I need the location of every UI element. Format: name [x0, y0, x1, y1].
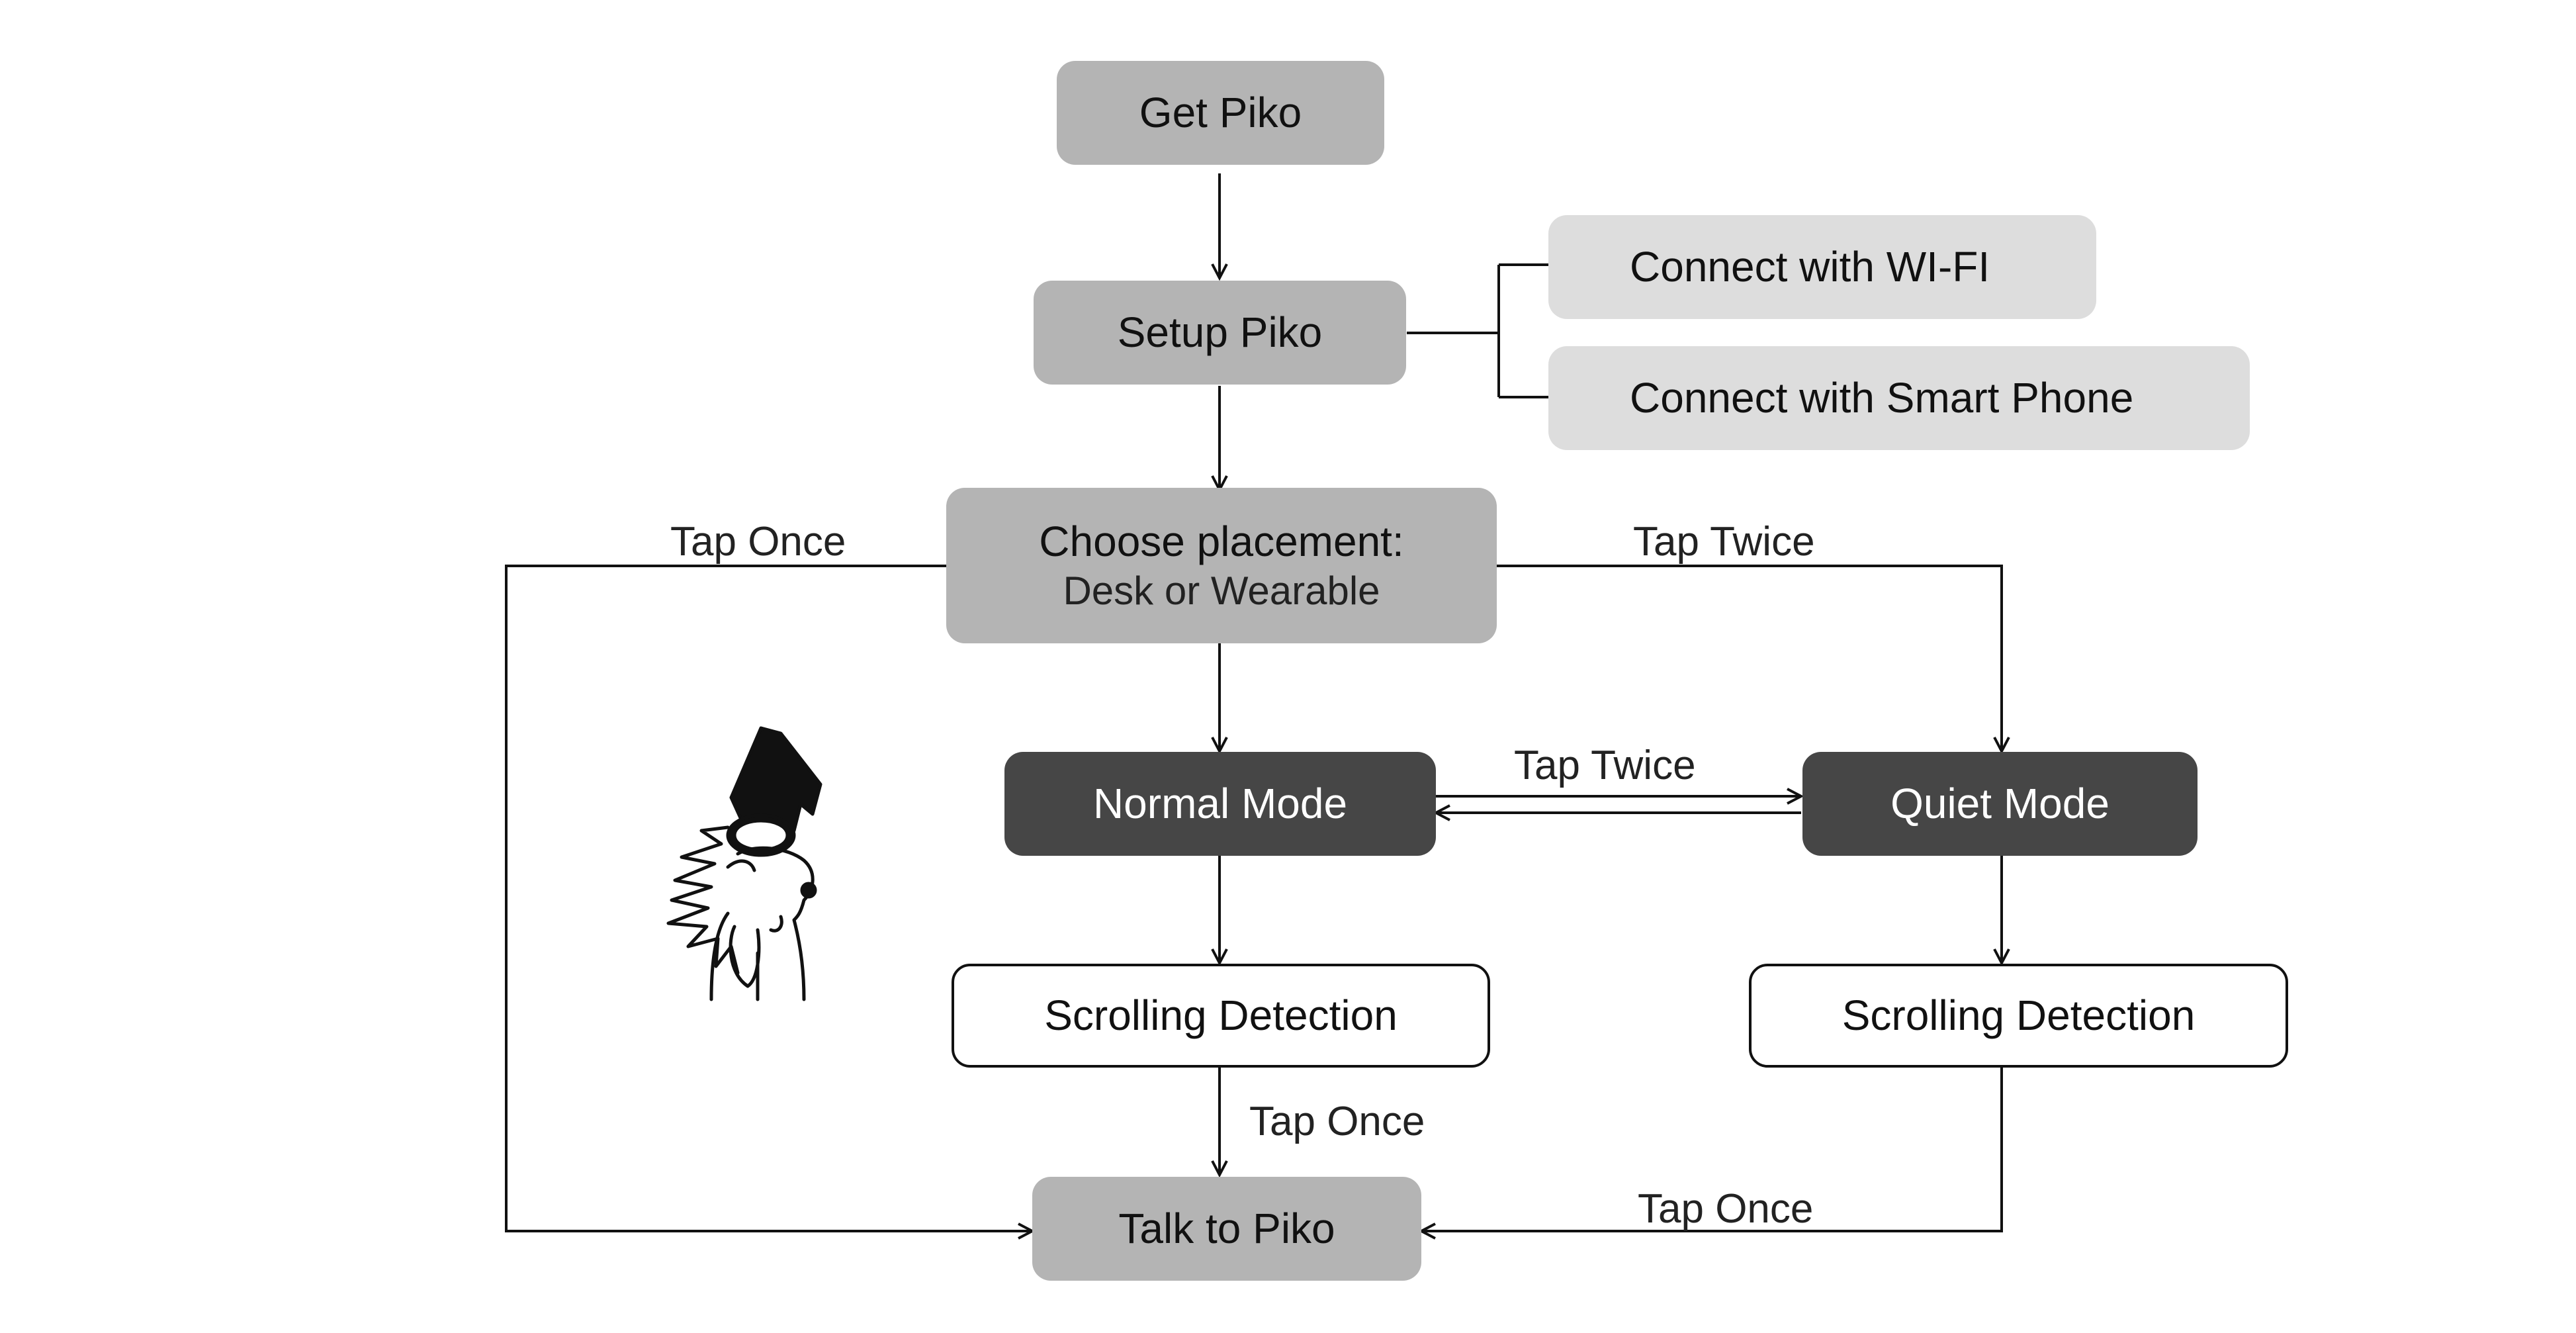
connect-wifi-label: Connect with WI-FI	[1630, 243, 1990, 291]
get-piko-label: Get Piko	[1139, 89, 1302, 137]
choose-placement-subtitle: Desk or Wearable	[1063, 568, 1380, 613]
edge-label-tap-twice-modes: Tap Twice	[1514, 743, 1696, 788]
connect-phone-label: Connect with Smart Phone	[1630, 374, 2134, 422]
scrolling-detection-right-label: Scrolling Detection	[1842, 991, 2196, 1040]
setup-piko-label: Setup Piko	[1117, 308, 1323, 357]
choose-placement-title: Choose placement:	[1039, 518, 1404, 566]
edge-scroll-right-to-talk	[1421, 1068, 2003, 1231]
choose-placement-node: Choose placement: Desk or Wearable	[946, 488, 1497, 643]
talk-to-piko-node: Talk to Piko	[1032, 1177, 1421, 1281]
normal-mode-label: Normal Mode	[1092, 780, 1348, 828]
connect-wifi-node: Connect with WI-FI	[1548, 215, 2096, 319]
edge-choose-to-quiet	[1497, 565, 2002, 751]
edge-setup-bracket	[1407, 263, 1548, 398]
quiet-mode-node: Quiet Mode	[1802, 752, 2198, 856]
edge-choose-to-talk	[505, 565, 1032, 1231]
quiet-mode-label: Quiet Mode	[1890, 780, 2110, 828]
normal-mode-node: Normal Mode	[1004, 752, 1436, 856]
scrolling-detection-left-node: Scrolling Detection	[952, 964, 1490, 1068]
scrolling-detection-left-label: Scrolling Detection	[1044, 991, 1398, 1040]
edge-label-tap-once-bottom-right: Tap Once	[1638, 1186, 1814, 1232]
get-piko-node: Get Piko	[1057, 61, 1384, 165]
hand-petting-hedgehog-icon	[666, 726, 822, 1001]
connect-phone-node: Connect with Smart Phone	[1548, 346, 2250, 450]
scrolling-detection-right-node: Scrolling Detection	[1749, 964, 2288, 1068]
edge-label-tap-twice-right: Tap Twice	[1633, 519, 1815, 565]
edge-label-tap-once-center: Tap Once	[1249, 1099, 1425, 1144]
edge-label-tap-once-left: Tap Once	[670, 519, 846, 565]
talk-to-piko-label: Talk to Piko	[1118, 1205, 1335, 1253]
setup-piko-node: Setup Piko	[1034, 281, 1406, 385]
